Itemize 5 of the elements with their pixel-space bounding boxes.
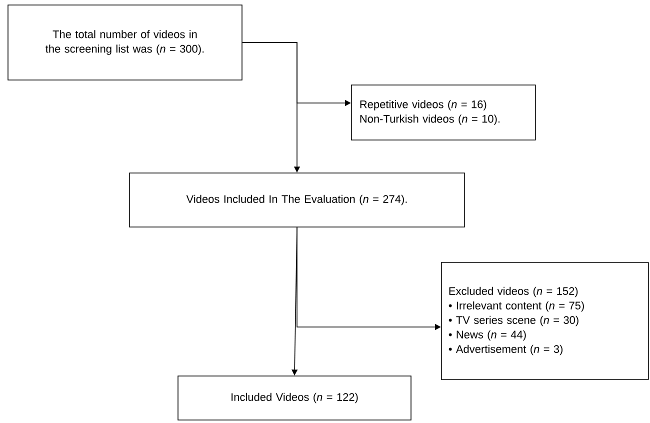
process-box: Included Videos (n = 122)	[178, 376, 412, 420]
process-box: The total number of videos in the screening list was (n = 300).	[8, 4, 242, 80]
process-box: Repetitive videos (n = 16) Non-Turkish videos (n = 10).	[351, 84, 536, 140]
process-box: Excluded videos (n = 152) • Irrelevant content (n = 75) • TV series scene (n = 30) • News (n = 44) • Advertisement (n = 3)	[441, 262, 649, 380]
process-box: Videos Included In The Evaluation (n = 274).	[129, 172, 465, 228]
